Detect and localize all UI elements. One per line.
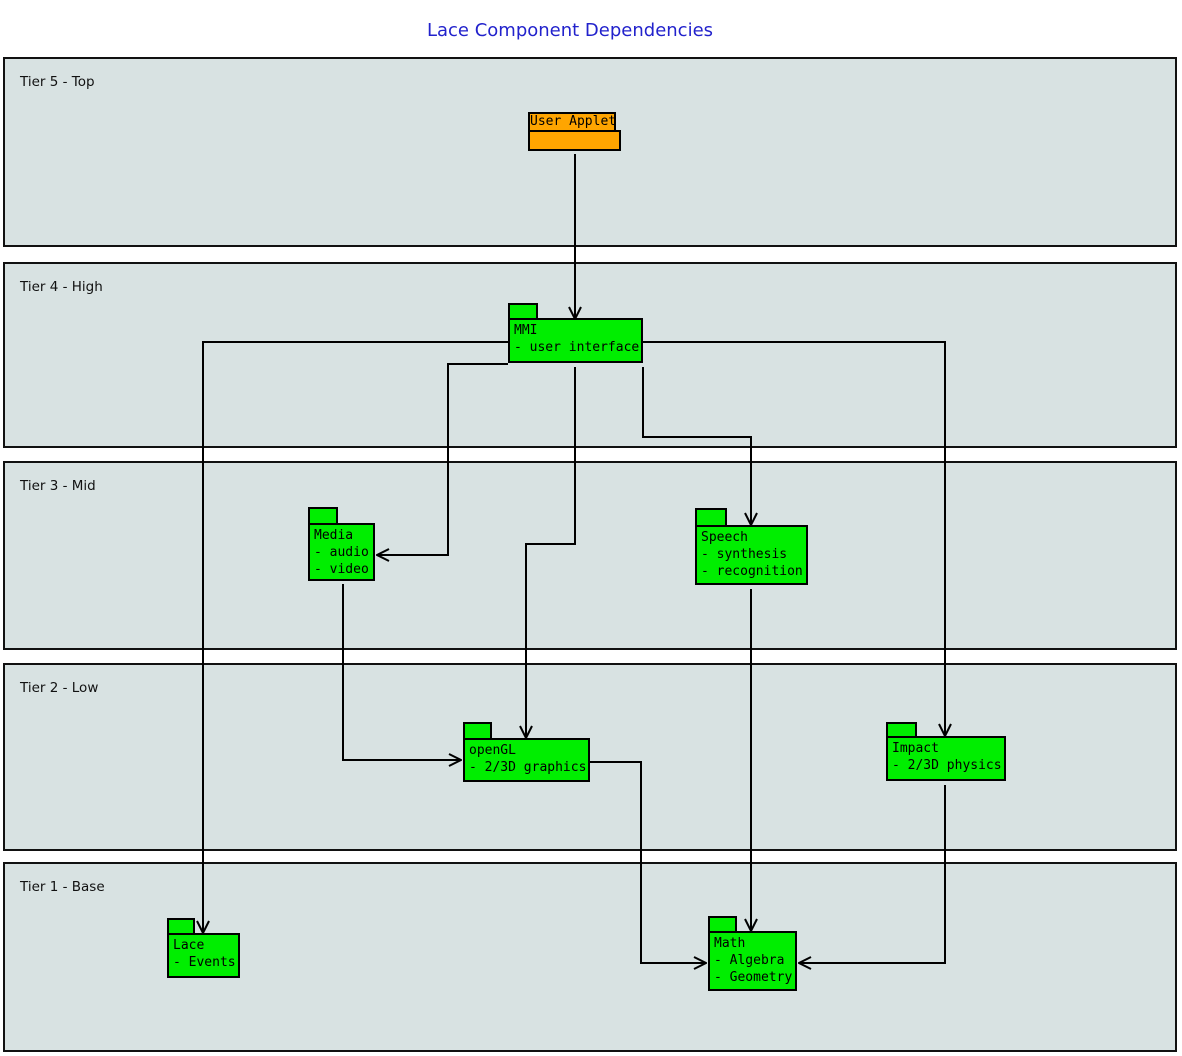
package-body: Math - Algebra - Geometry xyxy=(708,931,797,991)
diagram-title: Lace Component Dependencies xyxy=(426,20,714,41)
package-line: - 2/3D physics xyxy=(892,758,1002,773)
package-line: - recognition xyxy=(701,564,803,579)
package-line: - audio xyxy=(314,545,369,560)
tier-1-label: Tier 1 - Base xyxy=(20,879,105,895)
package-tab xyxy=(508,303,538,320)
package-tab xyxy=(695,508,727,527)
package-title: Math xyxy=(714,936,746,951)
package-title: Impact xyxy=(892,741,939,756)
package-line: - Events xyxy=(173,955,236,970)
package-body: Speech - synthesis - recognition xyxy=(695,525,808,585)
package-title: openGL xyxy=(469,743,516,758)
tier-2-label: Tier 2 - Low xyxy=(20,680,99,696)
package-line: - user interface xyxy=(514,340,640,355)
component-math[interactable]: Math - Algebra - Geometry xyxy=(708,916,797,991)
component-user-applet[interactable]: User Applet xyxy=(528,112,621,151)
package-tab xyxy=(167,918,195,935)
package-title: Media xyxy=(314,528,354,543)
package-line: - Algebra xyxy=(714,953,785,968)
component-mmi[interactable]: MMI - user interface xyxy=(508,303,643,363)
user-applet-label: User Applet xyxy=(528,112,616,132)
component-lace[interactable]: Lace - Events xyxy=(167,918,240,978)
component-speech[interactable]: Speech - synthesis - recognition xyxy=(695,508,808,585)
tier-5-label: Tier 5 - Top xyxy=(20,74,95,90)
package-body: openGL - 2/3D graphics xyxy=(463,738,590,782)
package-tab xyxy=(886,722,917,738)
package-body: Lace - Events xyxy=(167,933,240,978)
component-media[interactable]: Media - audio - video xyxy=(308,507,375,581)
package-line: - 2/3D graphics xyxy=(469,760,587,775)
tier-5-band: Tier 5 - Top (Arrows indicate the direct… xyxy=(3,57,1177,277)
package-tab xyxy=(708,916,737,933)
package-body: MMI - user interface xyxy=(508,318,643,363)
package-tab xyxy=(308,507,338,525)
package-body: Impact - 2/3D physics xyxy=(886,736,1006,781)
package-body: Media - audio - video xyxy=(308,523,375,581)
component-opengl[interactable]: openGL - 2/3D graphics xyxy=(463,722,590,782)
tier-3-band: Tier 3 - Mid xyxy=(3,461,1177,650)
tier-3-label: Tier 3 - Mid xyxy=(20,478,96,494)
package-title: Lace xyxy=(173,938,205,953)
package-tab xyxy=(463,722,492,740)
package-line: - video xyxy=(314,562,369,577)
package-title: Speech xyxy=(701,530,748,545)
package-line: - Geometry xyxy=(714,970,793,985)
user-applet-body xyxy=(528,130,621,151)
tier-4-label: Tier 4 - High xyxy=(20,279,103,295)
component-impact[interactable]: Impact - 2/3D physics xyxy=(886,722,1006,781)
package-line: - synthesis xyxy=(701,547,788,562)
package-title: MMI xyxy=(514,323,538,338)
